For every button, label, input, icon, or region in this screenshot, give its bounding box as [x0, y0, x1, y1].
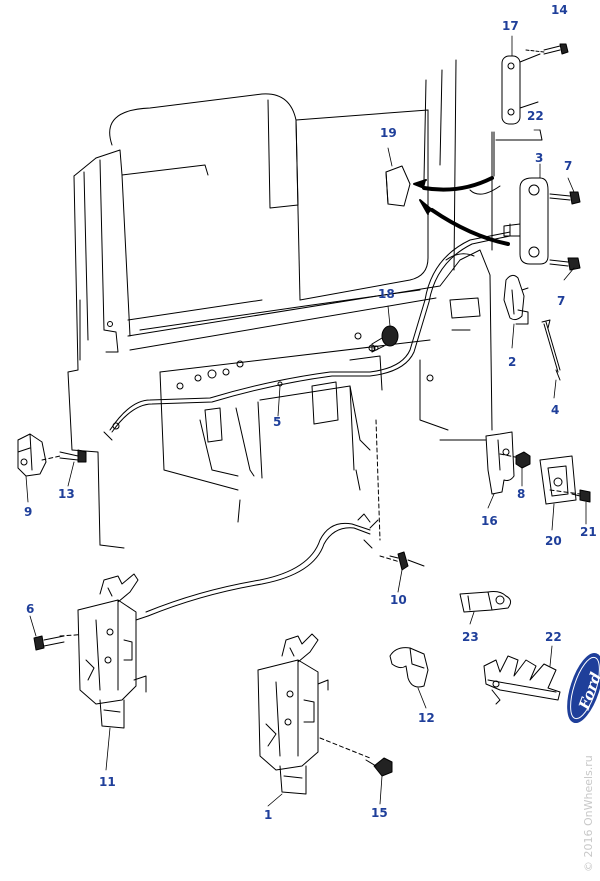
part-19-clip [389, 647, 429, 688]
projection-lines [41, 419, 581, 759]
callout-22-bottom: 22 [545, 630, 562, 644]
part-4-rod [541, 319, 561, 381]
callout-6: 6 [26, 602, 35, 616]
part-14-screw [525, 43, 569, 55]
part-1-lock [257, 633, 329, 795]
part-17-cover [385, 165, 411, 207]
callout-4: 4 [551, 403, 560, 417]
part-18-grommet [389, 551, 425, 571]
part-11-knob [365, 757, 393, 777]
leader-lines [25, 35, 587, 807]
callout-10: 13 [58, 487, 75, 501]
callout-9: 9 [24, 505, 33, 519]
callout-19: 12 [418, 711, 435, 725]
part-13-striker-plate [501, 53, 541, 125]
callout-7-bottom: 7 [557, 294, 566, 308]
part-6-bolt [33, 635, 65, 651]
callout-15: 18 [378, 287, 395, 301]
door-panel [67, 59, 487, 549]
inner-panel [79, 249, 493, 491]
callout-16: 11 [99, 775, 116, 789]
callout-13: 17 [502, 19, 519, 33]
part-9-clip [17, 433, 47, 477]
part-2-handle [503, 274, 529, 325]
callout-11: 15 [371, 806, 388, 820]
callout-20: 20 [545, 534, 562, 548]
callout-21: 21 [580, 525, 597, 539]
callout-3: 3 [535, 151, 544, 165]
part-20-plate [539, 455, 577, 505]
callout-8: 8 [517, 487, 526, 501]
part-8-nut [515, 451, 531, 469]
part-23-clip [459, 591, 512, 613]
part-7-screws [549, 191, 581, 271]
part-16-lock [77, 573, 149, 729]
callout-12: 16 [481, 514, 498, 528]
part-22-cable-holder [483, 655, 561, 705]
watermark: © 2016 OnWheels.ru [582, 755, 595, 872]
part-10-bolt [59, 449, 87, 463]
callout-22-top: 22 [527, 109, 544, 123]
callout-1: 1 [264, 808, 273, 822]
arrows-to-cover [413, 176, 510, 246]
part-21-screw [571, 489, 591, 503]
callout-2: 2 [508, 355, 517, 369]
part-3-latch [469, 129, 549, 265]
cable-upper [103, 231, 511, 441]
ford-logo [567, 652, 600, 724]
callout-7-top: 7 [564, 159, 573, 173]
callout-18: 10 [390, 593, 407, 607]
callout-5: 5 [273, 415, 282, 429]
part-15-knob [371, 325, 399, 353]
callout-14: 14 [551, 3, 568, 17]
callout-23: 23 [462, 630, 479, 644]
cable-lower [145, 513, 379, 617]
part-12-bracket [485, 431, 515, 495]
callout-17: 19 [380, 126, 397, 140]
